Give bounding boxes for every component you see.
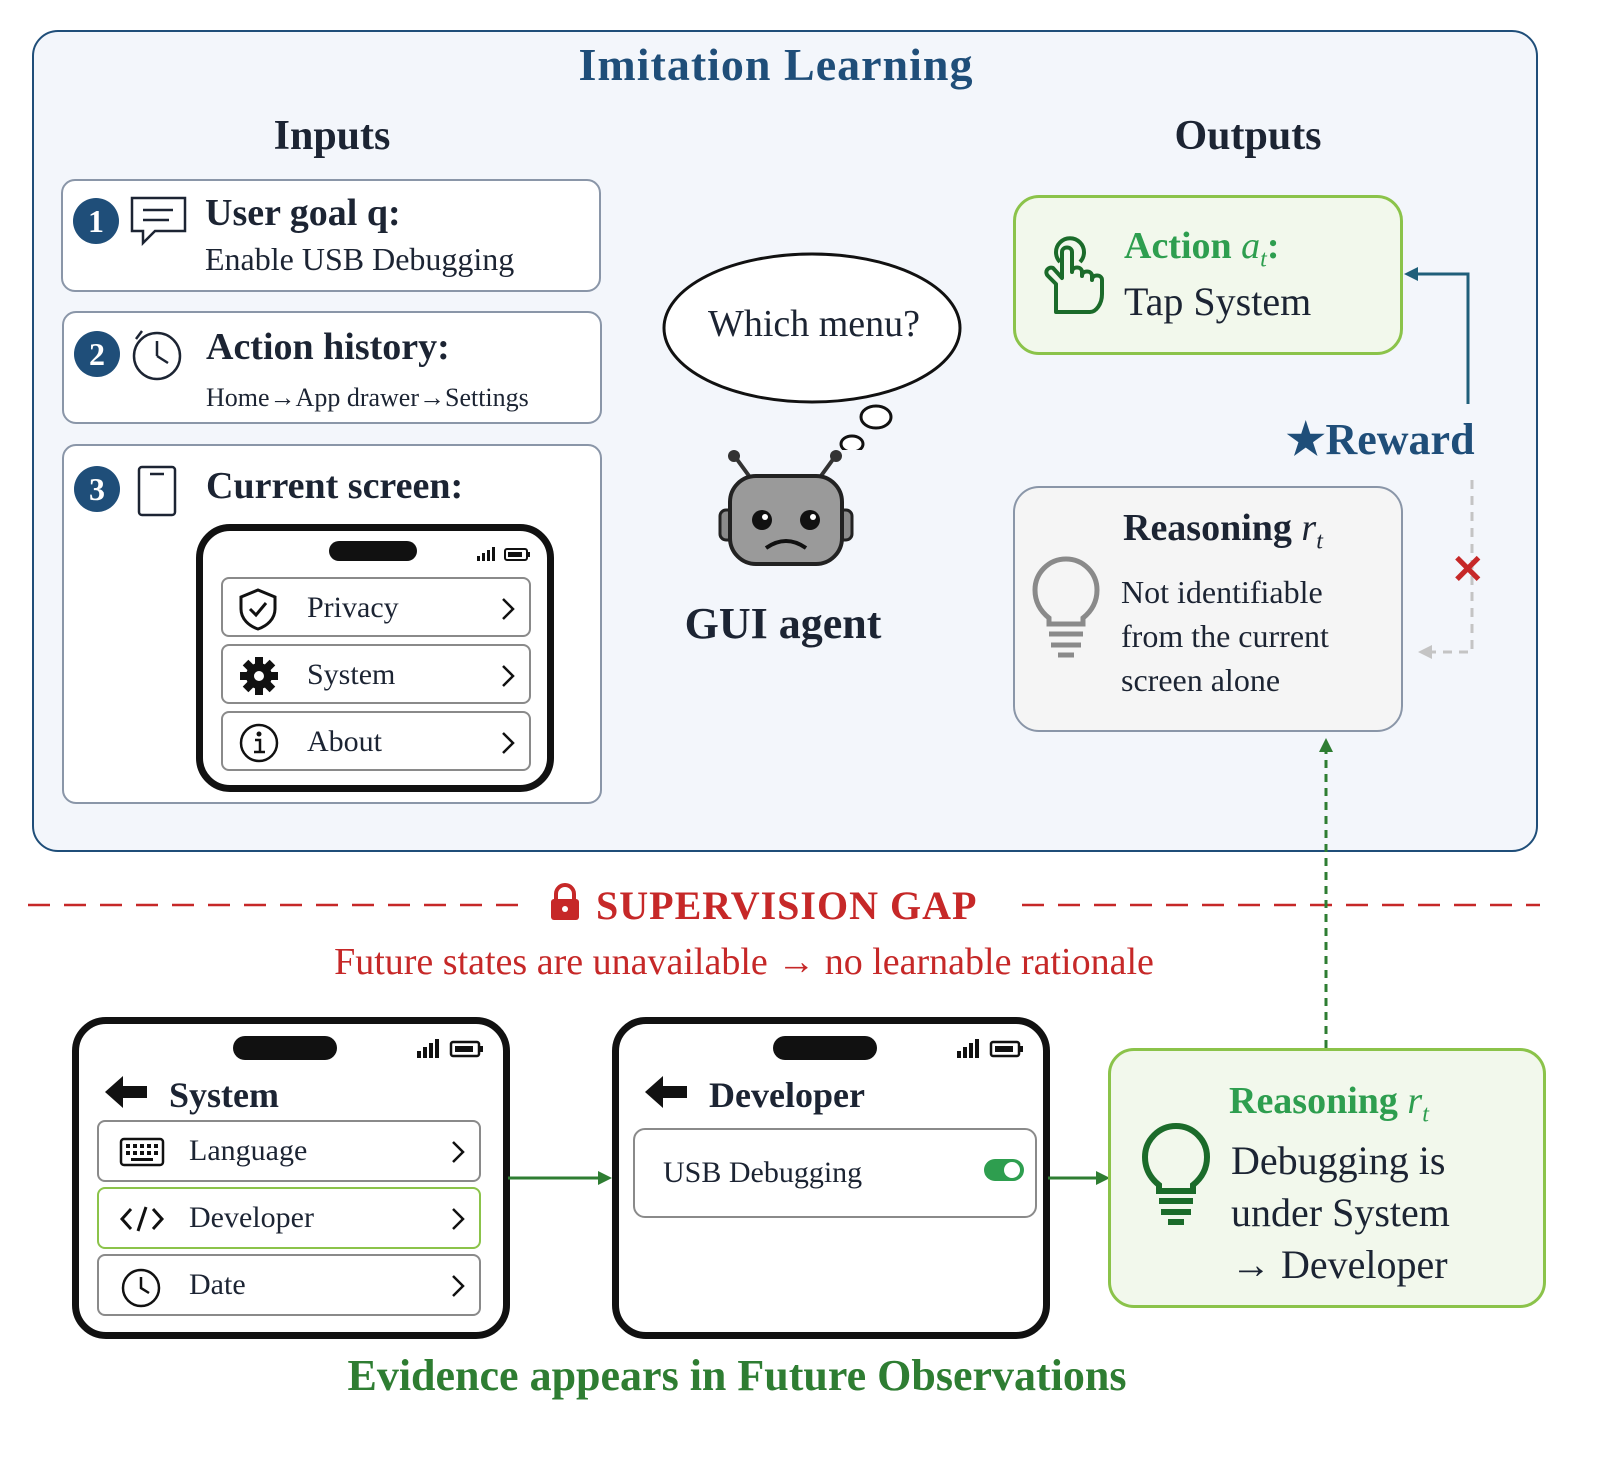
reasoning-line: screen alone (1121, 662, 1281, 698)
gap-title: SUPERVISION GAP (596, 883, 978, 928)
menu-item-privacy[interactable]: Privacy (221, 577, 531, 637)
step-number-2: 2 (74, 331, 120, 377)
agent-label: GUI agent (684, 599, 882, 648)
cross-icon: ✕ (1451, 547, 1485, 592)
user-goal-card: 1 User goal q: Enable USB Debugging (61, 179, 601, 292)
reasoning-line: Not identifiable (1121, 574, 1323, 610)
usb-debugging-row: USB Debugging (633, 1128, 1037, 1218)
chevron-right-icon (502, 598, 515, 620)
reasoning-line: under System (1231, 1190, 1450, 1235)
menu-item-developer[interactable]: Developer (97, 1187, 481, 1249)
flow-arrow (1048, 1171, 1110, 1185)
reasoning-line: Debugging is (1231, 1138, 1446, 1183)
step-number-1: 1 (73, 198, 119, 244)
menu-item-language[interactable]: Language (97, 1120, 481, 1182)
action-history-label: Action history: (206, 326, 450, 368)
flow-arrow (508, 1171, 612, 1185)
reasoning-line: from the current (1121, 618, 1329, 654)
future-reasoning-label: Reasoning rt (1229, 1080, 1429, 1128)
clock-icon (121, 1268, 161, 1308)
user-goal-value: Enable USB Debugging (205, 241, 515, 277)
lightbulb-icon (1141, 1123, 1211, 1225)
menu-item-label: Developer (189, 1201, 314, 1234)
menu-item-date[interactable]: Date (97, 1254, 481, 1316)
phone-outline-icon (137, 465, 177, 517)
phone-notch (233, 1036, 337, 1060)
action-history-card: 2 Action history: Home→App drawer→Settin… (62, 311, 602, 424)
code-icon (119, 1206, 165, 1232)
future-reasoning-card: Reasoning rt Debugging is under System →… (1108, 1048, 1546, 1308)
menu-item-label: Privacy (307, 591, 399, 624)
tap-hand-icon (1044, 236, 1104, 314)
future-reasoning-text: Debugging is under System → Developer (1231, 1135, 1450, 1291)
inputs-heading: Inputs (273, 113, 391, 159)
action-history-value: Home→App drawer→Settings (206, 383, 529, 412)
reward-arrow (1404, 267, 1470, 404)
evidence-arrow (1319, 738, 1333, 1048)
lightbulb-icon (1032, 556, 1100, 658)
status-bar-icons (477, 547, 530, 561)
thought-bubble (662, 252, 962, 450)
shield-icon (239, 588, 277, 631)
chevron-right-icon (502, 732, 515, 754)
evidence-caption: Evidence appears in Future Observations (347, 1351, 1127, 1400)
developer-screen-phone: Developer USB Debugging (612, 1017, 1050, 1339)
current-screen-label: Current screen: (206, 465, 464, 507)
menu-item-label: System (307, 658, 396, 691)
blocked-arrow (1418, 480, 1474, 659)
menu-item-about[interactable]: About (221, 711, 531, 771)
step-number-3: 3 (74, 466, 120, 512)
chevron-right-icon (502, 665, 515, 687)
chevron-right-icon (452, 1208, 465, 1230)
menu-item-label: About (307, 725, 382, 758)
menu-item-label: Language (189, 1134, 308, 1167)
chevron-right-icon (452, 1275, 465, 1297)
screen-title: System (169, 1075, 279, 1115)
status-bar-icons (957, 1039, 1023, 1058)
panel-title: Imitation Learning (578, 39, 974, 90)
gap-divider (28, 903, 1540, 907)
lock-icon (551, 883, 579, 920)
robot-icon (718, 450, 854, 566)
gear-icon (240, 657, 278, 695)
info-icon (239, 723, 279, 763)
chevron-right-icon (452, 1141, 465, 1163)
star-icon: ★ (1286, 415, 1326, 464)
action-value: Tap System (1124, 279, 1312, 324)
gap-subtitle: Future states are unavailable → no learn… (334, 941, 1154, 983)
menu-item-system[interactable]: System (221, 644, 531, 704)
menu-item-label: Date (189, 1268, 246, 1301)
system-screen-phone: System Language Developer Date (72, 1017, 510, 1339)
thought-text: Which menu? (707, 303, 921, 345)
phone-notch (773, 1036, 877, 1060)
action-card: Action at: Tap System (1013, 195, 1403, 355)
status-bar-icons (417, 1039, 483, 1058)
reasoning-line: → Developer (1231, 1242, 1448, 1287)
chat-bubble-icon (130, 196, 187, 247)
screen-title: Developer (709, 1075, 865, 1115)
clock-icon (132, 330, 182, 381)
action-label: Action at: (1124, 225, 1280, 273)
usb-debugging-label: USB Debugging (663, 1156, 863, 1189)
keyboard-icon (119, 1137, 165, 1167)
outputs-heading: Outputs (1174, 113, 1322, 159)
current-screen-phone: Privacy System About (196, 524, 554, 792)
reasoning-text: Not identifiable from the current screen… (1121, 570, 1329, 702)
reasoning-label: Reasoning rt (1123, 507, 1323, 555)
toggle-switch-on[interactable] (983, 1156, 1025, 1184)
back-arrow-icon[interactable] (641, 1072, 691, 1112)
phone-notch (329, 541, 417, 561)
back-arrow-icon[interactable] (101, 1072, 151, 1112)
reward-label: ★Reward (1286, 415, 1475, 464)
user-goal-label: User goal q: (205, 192, 401, 234)
reasoning-card: Reasoning rt Not identifiable from the c… (1013, 486, 1403, 732)
